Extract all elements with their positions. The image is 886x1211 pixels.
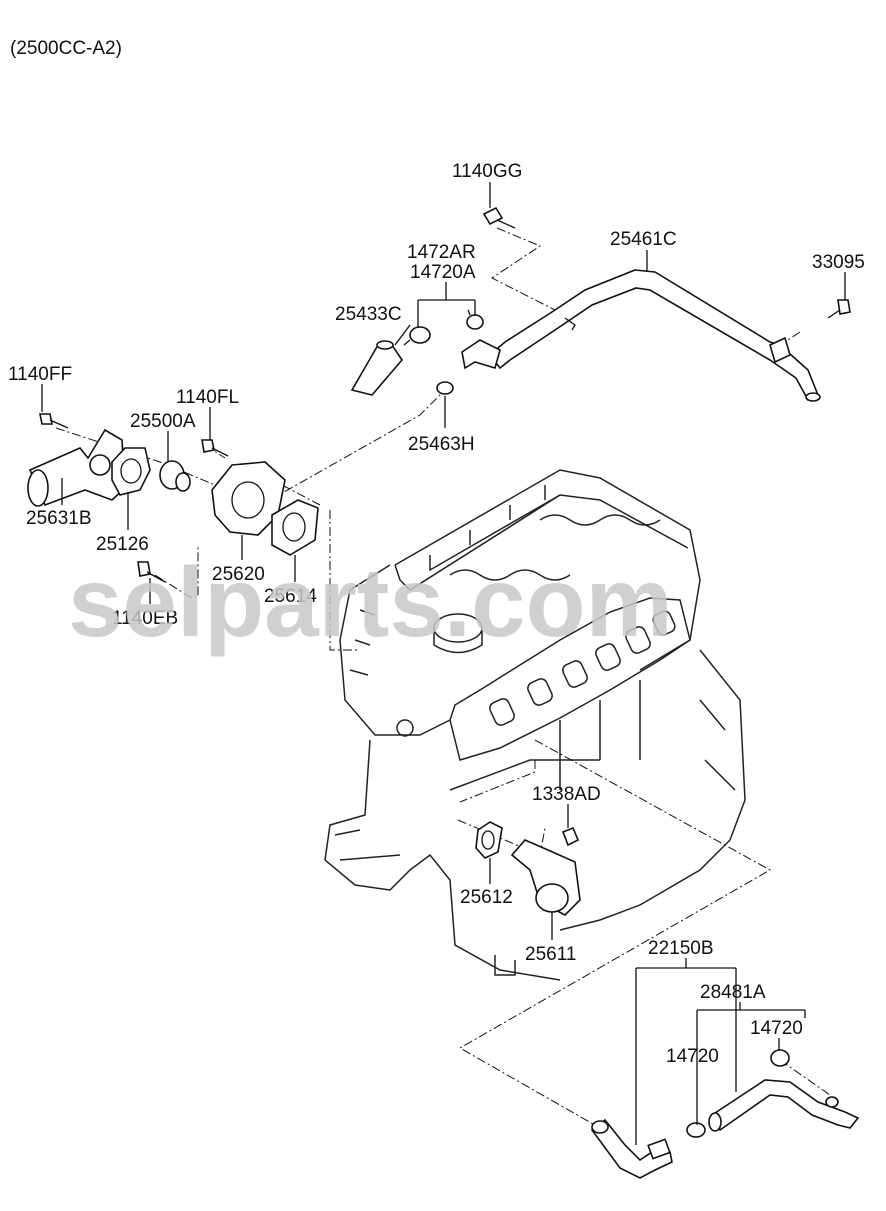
gasket-25614[interactable] (271, 499, 319, 556)
label-25620[interactable]: 25620 (212, 564, 265, 585)
gasket-25126[interactable] (111, 447, 151, 496)
bolt-1140FL[interactable] (201, 439, 229, 457)
label-25433C[interactable]: 25433C (335, 304, 402, 325)
hose-22150B[interactable] (590, 1118, 673, 1179)
label-1472AR[interactable]: 1472AR (407, 242, 476, 263)
bolt-33095[interactable] (827, 299, 851, 319)
part-labels: 1140GG 25461C 33095 1472AR 14720A 25433C… (8, 161, 865, 1067)
oring-25463H[interactable] (436, 381, 454, 395)
hose-25433C[interactable] (350, 340, 404, 396)
label-25126[interactable]: 25126 (96, 534, 149, 555)
pipe-fitting[interactable] (461, 339, 501, 370)
thermostat-25500A[interactable] (159, 460, 191, 492)
leader-lines (41, 182, 846, 1145)
label-1140EB[interactable]: 1140EB (112, 608, 178, 629)
bolt-1140FF[interactable] (39, 413, 69, 429)
bolt-1140GG[interactable] (482, 206, 516, 229)
fitting-25611[interactable] (510, 839, 581, 916)
label-25500A[interactable]: 25500A (130, 411, 196, 432)
nut-1338AD[interactable] (561, 826, 580, 847)
label-1338AD[interactable]: 1338AD (532, 784, 601, 805)
pipe-28481A[interactable] (708, 1079, 860, 1132)
bolt-1140EB[interactable] (137, 561, 166, 583)
pipe-25461C[interactable] (488, 269, 821, 402)
manifold-ports (489, 610, 676, 726)
label-22150B[interactable]: 22150B (648, 938, 714, 959)
clamp-14720-left[interactable] (686, 1122, 706, 1138)
label-25614[interactable]: 25614 (264, 586, 317, 607)
label-1140FL[interactable]: 1140FL (176, 387, 239, 408)
watermark: selparts.com (68, 547, 673, 657)
label-25611[interactable]: 25611 (525, 944, 576, 965)
assembly-lines (55, 227, 831, 1129)
housing-25631B[interactable] (27, 428, 126, 507)
label-33095[interactable]: 33095 (812, 252, 865, 273)
label-28481A[interactable]: 28481A (700, 982, 766, 1003)
label-14720-right[interactable]: 14720 (750, 1018, 803, 1039)
label-25461C[interactable]: 25461C (610, 229, 677, 250)
label-1140FF[interactable]: 1140FF (8, 364, 72, 385)
label-25631B[interactable]: 25631B (26, 508, 92, 529)
label-14720-left[interactable]: 14720 (666, 1046, 719, 1067)
engine-block (324, 469, 746, 981)
clamp-14720-right[interactable] (770, 1049, 790, 1067)
label-25463H[interactable]: 25463H (408, 434, 475, 455)
label-14720A[interactable]: 14720A (410, 262, 476, 283)
label-25612[interactable]: 25612 (460, 887, 513, 908)
label-1140GG[interactable]: 1140GG (452, 161, 522, 182)
clamp-14720A-left[interactable] (403, 326, 431, 346)
gasket-25612[interactable] (475, 821, 503, 859)
variant-header: (2500CC-A2) (10, 38, 122, 59)
